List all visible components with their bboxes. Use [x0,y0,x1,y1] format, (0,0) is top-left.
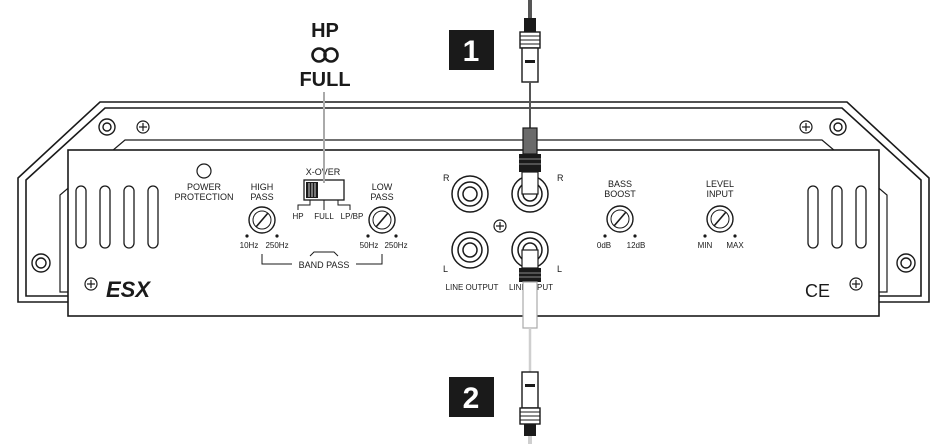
crossover-leader-lines [297,200,351,210]
bass-boost-min: 0dB [597,241,611,250]
screw-icon [84,277,98,291]
bass-boost-max: 12dB [627,241,646,250]
band-pass-bracket [261,251,383,265]
level-input-max: MAX [726,241,744,250]
bass-boost-max-dot [633,234,637,238]
low-pass-title-1: LOW [372,182,393,192]
low-pass-title-2: PASS [370,192,393,202]
power-protection-label-2: PROTECTION [174,192,233,202]
step-2-badge: 2 [449,377,494,417]
level-input-title-2: INPUT [707,189,735,199]
rca-out-left-label: L [443,264,448,274]
rca-in-left-label: L [557,264,562,274]
band-pass-label: BAND PASS [299,260,350,270]
mount-hole-icon [31,253,51,273]
high-pass-knob[interactable] [248,206,276,234]
step-2-number: 2 [463,382,480,415]
cooling-slots-right [807,185,867,249]
high-pass-min: 10Hz [240,241,259,250]
level-input-min: MIN [698,241,713,250]
rca-in-right-label: R [557,173,564,183]
high-pass-title-1: HIGH [251,182,274,192]
bass-boost-min-dot [603,234,607,238]
level-input-title-1: LEVEL [706,179,734,189]
low-pass-max: 250Hz [384,241,407,250]
low-pass-min: 50Hz [360,241,379,250]
level-input-min-dot [703,234,707,238]
cooling-slots-left [75,185,159,249]
power-protection-label-1: POWER [187,182,222,192]
crossover-slide-switch[interactable] [303,179,345,201]
screw-icon [136,120,150,134]
rca-plug-icon [519,127,541,195]
ring-link-icon [311,47,339,63]
crossover-option-lpbp: LP/BP [341,212,364,221]
rca-jack-icon[interactable] [451,231,489,269]
brand-logo: ESX [106,277,151,302]
high-pass-min-dot [245,234,249,238]
screw-icon [493,219,507,233]
ce-mark: CE [805,281,830,301]
bass-boost-knob[interactable] [606,205,634,233]
rca-plug-icon [519,371,541,444]
mount-hole-icon [896,253,916,273]
screw-icon [799,120,813,134]
bass-boost-title-1: BASS [608,179,632,189]
step-1-number: 1 [463,35,480,68]
step-1-badge: 1 [449,30,494,70]
high-pass-title-2: PASS [250,192,273,202]
screw-icon [849,277,863,291]
crossover-option-hp: HP [292,212,303,221]
mount-hole-icon [829,118,847,136]
level-input-max-dot [733,234,737,238]
high-pass-max: 250Hz [265,241,288,250]
mount-hole-icon [98,118,116,136]
power-protection-led [196,163,212,179]
rca-plug-icon [519,0,541,83]
high-pass-max-dot [275,234,279,238]
crossover-option-full: FULL [314,212,334,221]
level-input-knob[interactable] [706,205,734,233]
rca-jack-icon[interactable] [451,175,489,213]
line-output-label: LINE OUTPUT [446,283,499,292]
low-pass-knob[interactable] [368,206,396,234]
callout-mode-bottom: FULL [299,69,350,91]
bass-boost-title-2: BOOST [604,189,636,199]
low-pass-max-dot [394,234,398,238]
rca-out-right-label: R [443,173,450,183]
callout-mode-top: HP [311,20,339,42]
low-pass-min-dot [366,234,370,238]
